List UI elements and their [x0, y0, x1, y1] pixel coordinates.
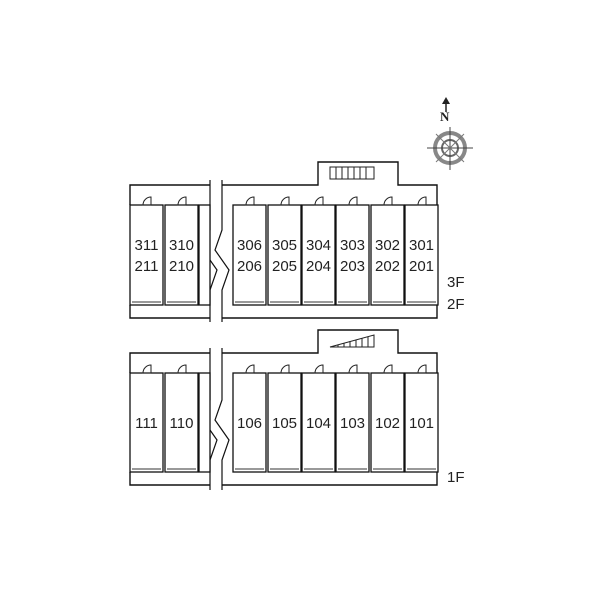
unit-cell: 106: [232, 364, 267, 473]
unit-outline: [404, 204, 439, 306]
corridor-wall: [129, 161, 438, 205]
unit-number-lower: 201: [409, 258, 434, 275]
unit-outline: [335, 204, 370, 306]
unit-number: 111: [135, 415, 158, 432]
stairs-icon: [329, 334, 375, 348]
unit-outline: [370, 372, 405, 473]
upper-floor-plan: 3112113102103062063052053042043032033022…: [129, 161, 465, 322]
door-icon: [245, 364, 255, 374]
unit-outline: [335, 372, 370, 473]
unit-outline: [164, 204, 199, 306]
door-icon: [245, 196, 255, 206]
unit-cell: 102: [370, 364, 405, 473]
lower-floor-plan: 111 110 106 105 104 103 102 101 1F: [129, 329, 465, 490]
door-icon: [280, 364, 290, 374]
compass-north-label: N: [440, 109, 450, 124]
unit-number-upper: 311: [135, 237, 159, 254]
door-icon: [417, 196, 427, 206]
door-icon: [177, 364, 187, 374]
unit-number-upper: 303: [340, 237, 365, 254]
unit-cell: 101: [404, 364, 439, 473]
unit-number-upper: 305: [272, 237, 297, 254]
unit-cell: 104: [301, 364, 336, 473]
unit-outline: [232, 204, 267, 306]
floor-label-3f: 3F: [447, 274, 465, 291]
unit-number-lower: 206: [237, 258, 262, 275]
door-icon: [314, 196, 324, 206]
unit-cell: 105: [267, 364, 302, 473]
unit-outline: [267, 204, 302, 306]
unit-number-upper: 310: [169, 237, 194, 254]
door-icon: [142, 196, 152, 206]
corridor-wall: [129, 329, 438, 373]
floor-label-1f: 1F: [447, 469, 465, 486]
door-icon: [383, 364, 393, 374]
unit-number: 110: [170, 415, 194, 432]
unit-number: 104: [306, 415, 331, 432]
unit-outline: [129, 372, 164, 473]
unit-outline: [129, 204, 164, 306]
unit-outline: [267, 372, 302, 473]
compass-rose-icon: N: [427, 97, 473, 170]
unit-number: 103: [340, 415, 365, 432]
door-icon: [383, 196, 393, 206]
unit-cell: 110: [164, 364, 199, 473]
unit-number-upper: 304: [306, 237, 331, 254]
unit-number-lower: 204: [306, 258, 331, 275]
door-icon: [142, 364, 152, 374]
unit-number-lower: 205: [272, 258, 297, 275]
unit-outline-partial: [198, 204, 211, 306]
unit-number-lower: 203: [340, 258, 365, 275]
balcony-wall: [129, 472, 438, 486]
unit-cell: 111: [129, 364, 164, 473]
floor-label-2f: 2F: [447, 296, 465, 313]
door-icon: [348, 364, 358, 374]
unit-number: 101: [409, 415, 434, 432]
unit-outline: [370, 204, 405, 306]
door-icon: [348, 196, 358, 206]
door-icon: [417, 364, 427, 374]
unit-number: 106: [237, 415, 262, 432]
unit-number: 105: [272, 415, 297, 432]
unit-number-lower: 202: [375, 258, 400, 275]
unit-outline: [301, 204, 336, 306]
unit-outline: [232, 372, 267, 473]
stairs-icon: [329, 166, 375, 180]
unit-outline-partial: [198, 372, 211, 473]
unit-number-lower: 210: [169, 258, 194, 275]
unit-number-upper: 301: [409, 237, 434, 254]
door-icon: [280, 196, 290, 206]
balcony-wall: [129, 305, 438, 319]
unit-number-upper: 306: [237, 237, 262, 254]
unit-number-upper: 302: [375, 237, 400, 254]
door-icon: [177, 196, 187, 206]
unit-outline: [301, 372, 336, 473]
unit-cell: 103: [335, 364, 370, 473]
unit-number-lower: 211: [135, 258, 159, 275]
door-icon: [314, 364, 324, 374]
unit-number: 102: [375, 415, 400, 432]
